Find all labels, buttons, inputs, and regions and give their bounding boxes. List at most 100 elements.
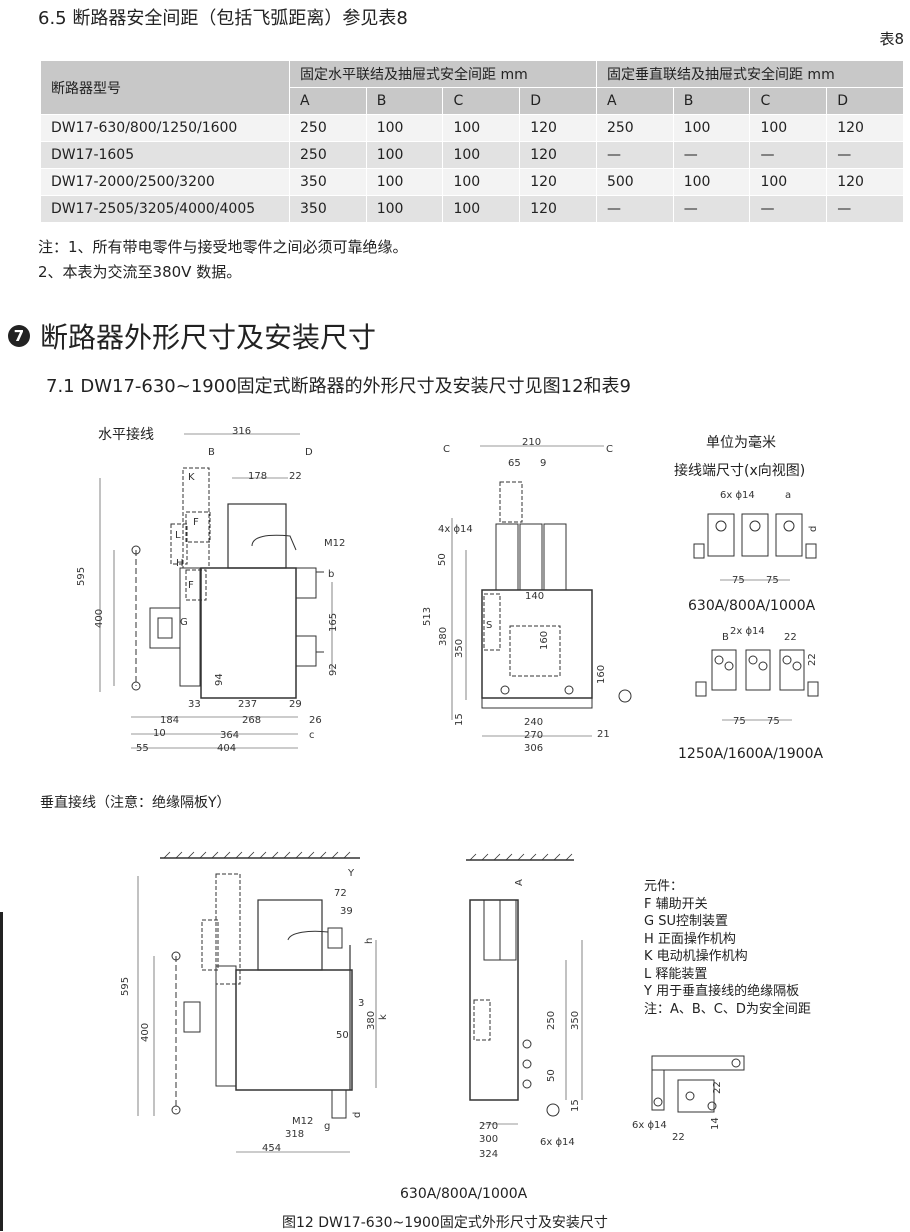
- dim-306: 306: [524, 743, 543, 754]
- wall-hatch-right: [469, 853, 573, 861]
- dim-A: A: [514, 879, 525, 886]
- dim-22-vt-h: 22: [672, 1132, 685, 1143]
- value-cell: 250: [289, 114, 367, 142]
- label-S: S: [486, 620, 492, 631]
- dim-50-v: 50: [336, 1030, 349, 1041]
- dim-d: d: [808, 526, 819, 532]
- chapter-number: 7: [8, 325, 30, 347]
- breaker-handle: [157, 617, 173, 639]
- vert-connector-hook: [287, 930, 329, 941]
- dim-14-vt: 14: [710, 1117, 721, 1130]
- col-header: C: [442, 87, 521, 115]
- value-cell: 100: [672, 114, 751, 142]
- value-cell: 120: [519, 168, 597, 196]
- side-pole-2: [519, 523, 543, 591]
- value-cell: 500: [595, 168, 674, 196]
- vt-post-left: [651, 1069, 665, 1111]
- motor-mechanism-k: [182, 467, 210, 569]
- dim-55: 55: [136, 743, 149, 754]
- dim-33: 33: [188, 699, 201, 710]
- dim-165: 165: [328, 613, 339, 632]
- vert-upper-terminal: [327, 927, 343, 949]
- components-legend: 元件： F 辅助开关 G SU控制装置 H 正面操作机构 K 电动机操作机构 L…: [644, 878, 811, 1018]
- side-top-dashed: [499, 481, 523, 523]
- label-F2: F: [188, 580, 194, 591]
- dim-92: 92: [328, 663, 339, 676]
- value-cell: 250: [289, 141, 367, 169]
- dim-M12-v: M12: [292, 1116, 313, 1127]
- dim-15: 15: [454, 713, 465, 726]
- hole-small-2: [749, 520, 761, 532]
- vert-dashed-k: [215, 873, 241, 985]
- side-pole-1: [495, 523, 519, 591]
- value-cell: —: [672, 195, 751, 223]
- value-cell: 100: [442, 141, 521, 169]
- hole-small-3: [783, 520, 795, 532]
- caption-vertical-rating: 630A/800A/1000A: [400, 1186, 528, 1202]
- caption-small-rating: 630A/800A/1000A: [688, 598, 816, 614]
- aux-switch-f2: [185, 569, 207, 601]
- col-header: D: [519, 87, 597, 115]
- terminal-small-2: [741, 513, 769, 557]
- hole-large-2b: [758, 661, 768, 671]
- dim-21: 21: [597, 729, 610, 740]
- table-header-row: 断路器型号 固定水平联结及抽屉式安全间距 mm 固定垂直联结及抽屉式安全间距 m…: [40, 60, 905, 115]
- vert-lower-terminal: [331, 1089, 347, 1119]
- dim-22-vt: 22: [712, 1081, 723, 1094]
- dim-160-outer: 160: [596, 665, 607, 684]
- dim-D: D: [305, 447, 313, 458]
- vt-lug: [677, 1079, 715, 1113]
- value-cell: 350: [289, 168, 367, 196]
- dim-22-vert: 22: [807, 653, 818, 666]
- dim-268: 268: [242, 715, 261, 726]
- value-cell: 120: [519, 195, 597, 223]
- side-base: [481, 697, 593, 709]
- dim-C-left: C: [443, 444, 450, 455]
- dim-454: 454: [262, 1143, 281, 1154]
- dim-160-inner: 160: [539, 631, 550, 650]
- dim-d-v: d: [352, 1112, 363, 1118]
- unit-label: 单位为毫米: [706, 435, 776, 451]
- vt-hole-3: [707, 1101, 717, 1111]
- dim-a: a: [785, 490, 791, 501]
- label-Y: Y: [347, 868, 355, 879]
- model-header: 断路器型号: [40, 60, 290, 115]
- label-L: L: [175, 530, 181, 541]
- energy-release-l: [170, 523, 188, 565]
- dim-404: 404: [217, 743, 236, 754]
- dim-595: 595: [76, 567, 87, 586]
- side-pole-3: [543, 523, 567, 591]
- dim-75-a: 75: [732, 575, 745, 586]
- dim-22-large: 22: [784, 632, 797, 643]
- hole-large-1b: [724, 661, 734, 671]
- vert-side-pole-2: [499, 899, 517, 961]
- vertical-terminal-detail: [651, 1055, 745, 1113]
- caption-large-rating: 1250A/1600A/1900A: [678, 746, 824, 762]
- terminal-small-1: [707, 513, 735, 557]
- dim-72: 72: [334, 888, 347, 899]
- value-cell: 100: [365, 141, 444, 169]
- legend-item: Y 用于垂直接线的绝缘隔板: [644, 984, 800, 999]
- table-row: DW17-2505/3205/4000/4005 350 100 100 120…: [40, 195, 904, 223]
- upper-terminal: [295, 567, 317, 599]
- terminal-large-3: [779, 649, 805, 691]
- aux-switch-f: [185, 511, 211, 543]
- vert-dashed-l: [201, 919, 219, 971]
- dim-g: g: [324, 1121, 330, 1132]
- terminal-large-lug-left: [695, 681, 707, 697]
- dim-k: k: [378, 1014, 389, 1020]
- dim-184: 184: [160, 715, 179, 726]
- dim-400-v: 400: [140, 1023, 151, 1042]
- dimension-drawing: 316 178 22 B D K F L H F G M12 b 595 400…: [76, 426, 819, 1160]
- value-cell: —: [749, 141, 828, 169]
- lower-terminal: [295, 635, 317, 667]
- dim-513: 513: [422, 607, 433, 626]
- hole-large-3a: [782, 655, 792, 665]
- terminal-dims: 6x ϕ14 a d 75 75 B 2x ϕ14 22 22 75 75: [720, 490, 819, 727]
- terminal-detail-small: [693, 513, 817, 581]
- value-cell: 100: [442, 168, 521, 196]
- hole-small-1: [715, 520, 727, 532]
- legend-item: F 辅助开关: [644, 896, 708, 912]
- dim-29: 29: [289, 699, 302, 710]
- dim-M12: M12: [324, 538, 345, 549]
